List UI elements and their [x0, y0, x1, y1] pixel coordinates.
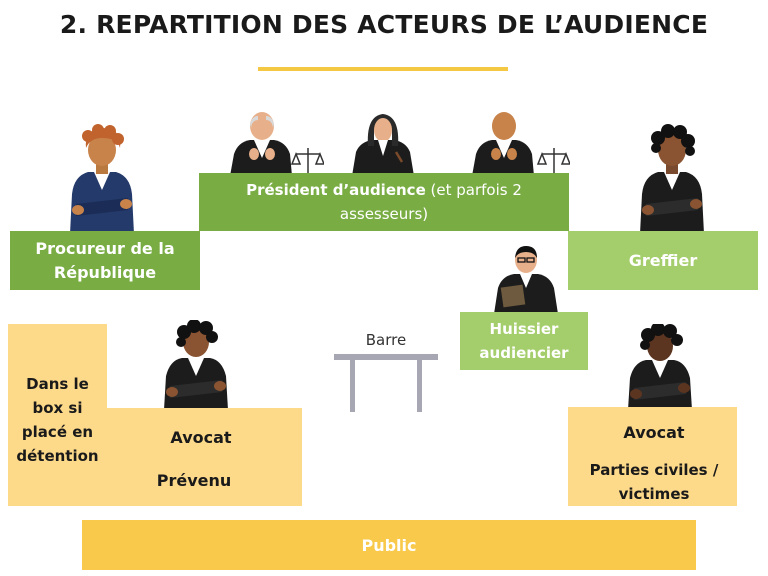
- box-detention-text: Dans le box si placé en détention: [8, 372, 107, 468]
- box-detention: [8, 324, 107, 506]
- avocat-left-figure: [164, 320, 228, 410]
- president-figure: [352, 114, 414, 176]
- huissier-box: Huissier audiencier: [460, 312, 588, 370]
- procureur-line1: Procureur de la: [35, 238, 175, 258]
- greffier-box: Greffier: [568, 231, 758, 290]
- president-label-rest: (et parfois 2: [425, 181, 522, 199]
- greffier-label: Greffier: [628, 251, 698, 270]
- huissier-line1: Huissier: [489, 320, 559, 338]
- barre-table: [334, 354, 438, 412]
- president-label-bold: Président d’audience: [246, 181, 426, 199]
- box-line4: détention: [16, 447, 99, 465]
- public-label: Public: [361, 535, 417, 555]
- president-bench: Président d’audience (et parfois 2 asses…: [199, 173, 569, 231]
- box-line2: box si: [32, 399, 83, 417]
- parties-civiles-line2: victimes: [618, 485, 690, 503]
- box-line1: Dans le: [26, 375, 89, 393]
- public-box: Public: [82, 520, 696, 570]
- avocat-right-figure: [628, 324, 692, 410]
- barre-label: Barre: [365, 331, 407, 349]
- procureur-box: Procureur de la République: [10, 231, 200, 290]
- assesseur-left-figure: [230, 112, 324, 176]
- prevenu-label: Prévenu: [156, 471, 232, 490]
- president-label-line2: assesseurs): [339, 205, 429, 223]
- greffier-figure: [640, 124, 704, 234]
- procureur-figure: [70, 124, 134, 234]
- avocat-right-box: [568, 407, 737, 506]
- box-line3: placé en: [21, 423, 94, 441]
- page-title: 2. REPARTITION DES ACTEURS DE L’AUDIENCE: [59, 10, 709, 39]
- avocat-left-box: [107, 408, 302, 506]
- procureur-line2: République: [53, 262, 157, 282]
- huissier-line2: audiencier: [479, 344, 569, 362]
- huissier-figure: [494, 246, 558, 314]
- title-underline: [258, 67, 508, 71]
- assesseur-right-figure: [472, 112, 570, 176]
- parties-civiles-label: Parties civiles / victimes: [568, 458, 740, 506]
- avocat-left-label: Avocat: [170, 428, 232, 447]
- avocat-right-label: Avocat: [623, 423, 685, 442]
- parties-civiles-line1: Parties civiles /: [589, 461, 719, 479]
